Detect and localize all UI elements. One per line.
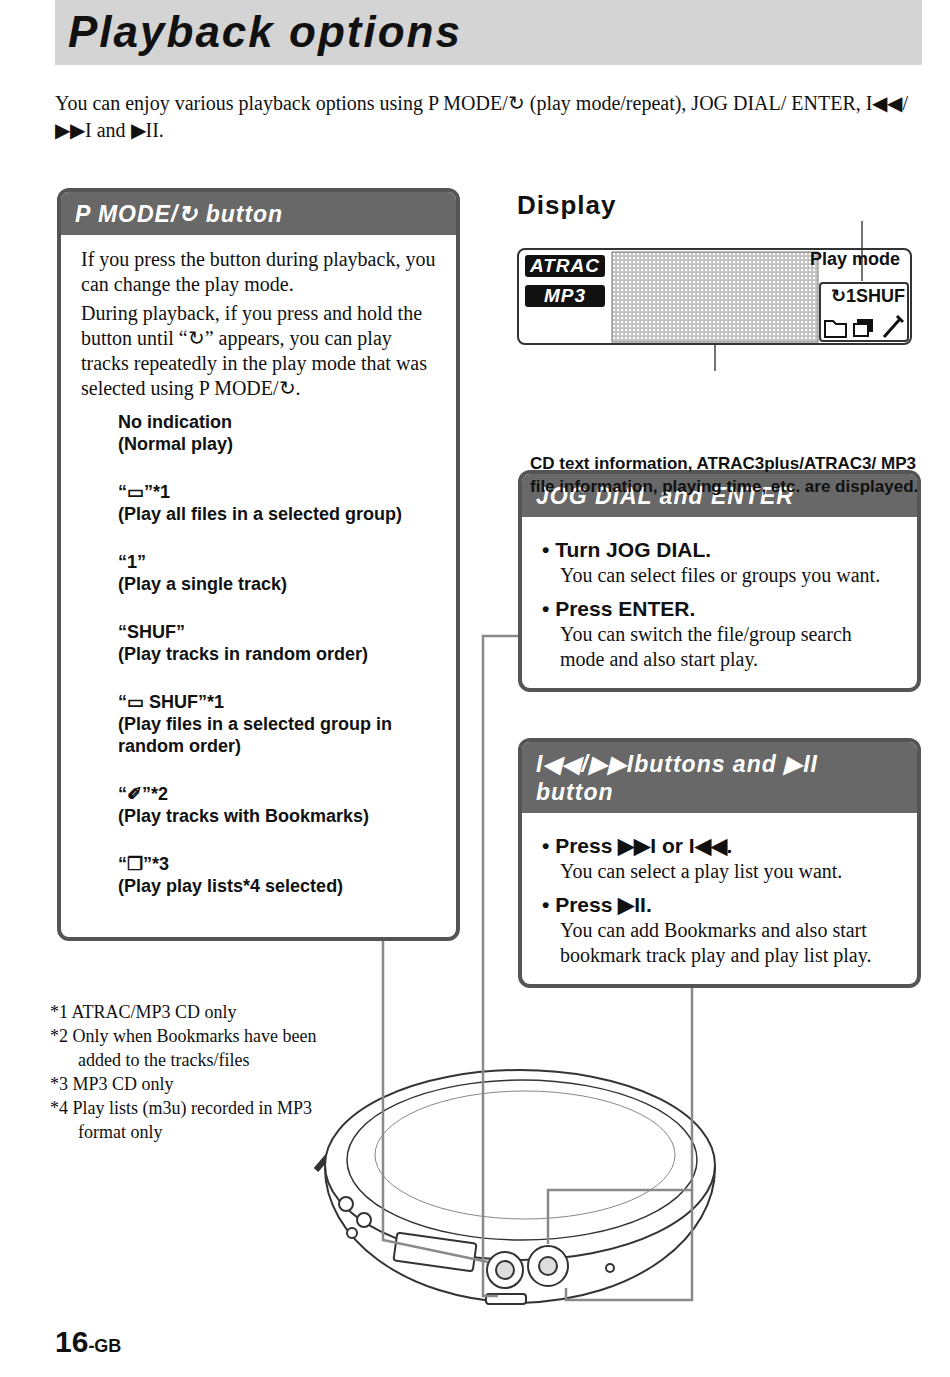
panel-heading: P MODE/↻ button [75,200,442,228]
mode-panel: P MODE/↻ button If you press the button d… [57,188,460,941]
bullet-heading: • Turn JOG DIAL. [542,537,899,563]
side-button [339,1197,353,1211]
page-suffix: -GB [88,1335,121,1357]
jog-dial [487,1252,523,1288]
mode-flow: No indication(Normal play) “▭”*1(Play all… [118,411,438,921]
body-text: You can select files or groups you want. [542,563,899,588]
footnotes: *1 ATRAC/MP3 CD only*2 Only when Bookmar… [50,1000,350,1144]
side-button [357,1213,371,1227]
display-parts [612,221,908,371]
mode-description: (Play play lists*4 selected) [118,875,438,897]
cd-player-illustration [316,1070,715,1304]
intro-text: You can enjoy various playback options u… [55,90,925,144]
buttons-panel: I◀◀/▶▶Ibuttons and ▶II button • Press ▶▶I… [518,738,921,988]
mode-description: (Play tracks with Bookmarks) [118,805,438,827]
enter-button [496,1261,514,1279]
bullet-heading: • Press ▶II. [542,892,899,918]
leader-line [566,1190,692,1300]
panel-header: I◀◀/▶▶Ibuttons and ▶II button [522,742,917,813]
body-text: If you press the button during playback,… [81,247,438,297]
transport-buttons [528,1246,568,1286]
mode-description: (Play tracks in random order) [118,643,438,665]
jog-panel: JOG DIAL and ENTER• Turn JOG DIAL.You ca… [518,470,921,692]
mode-step: “▭ SHUF”*1(Play files in a selected grou… [118,691,438,757]
panel-heading: I◀◀/▶▶Ibuttons and ▶II button [536,750,836,806]
footnote: *2 Only when Bookmarks have been added t… [50,1024,350,1072]
format-badge: MP3 [525,285,605,307]
hold-switch [606,1264,614,1272]
mode-step: “▭”*1(Play all files in a selected group… [118,481,438,525]
dot-matrix [612,252,818,342]
footnote: *3 MP3 CD only [50,1072,350,1096]
display-heading: Display [517,190,617,220]
body-text: You can select a play list you want. [542,859,899,884]
callout-label: Play mode [810,248,920,270]
mode-segment [820,283,908,341]
leader-line [714,345,716,371]
page-title: Playback options [68,4,462,60]
panel-body: • Press ▶▶I or I◀◀.You can select a play… [522,813,917,984]
mode-indicator: “▭”*1 [118,481,438,503]
lid-rim [347,1080,697,1240]
mode-indicator: “SHUF” [118,621,438,643]
play-mode-indicator: ↻1SHUF [831,286,905,306]
mode-description: (Normal play) [118,433,438,455]
playlist-icon [854,324,868,336]
panel-body: • Turn JOG DIAL.You can select files or … [522,517,917,688]
footnote: *1 ATRAC/MP3 CD only [50,1000,350,1024]
footnote: *4 Play lists (m3u) recorded in MP3 form… [50,1096,350,1144]
mode-icons [825,316,903,337]
mode-step: “1”(Play a single track) [118,551,438,595]
leader-line [483,636,518,1296]
format-badge: ATRAC [525,255,605,277]
panel-header: P MODE/↻ button [61,192,456,235]
bookmark-icon [884,316,903,337]
mode-step: “✐”*2(Play tracks with Bookmarks) [118,783,438,827]
folder-icon [825,321,846,337]
mode-description: (Play files in a selected group in rando… [118,713,438,757]
mode-step: “SHUF”(Play tracks in random order) [118,621,438,665]
panel-body: If you press the button during playback,… [61,235,456,937]
body-text: You can add Bookmarks and also start boo… [542,918,899,968]
lid-disc [375,1091,675,1219]
mode-step: No indication(Normal play) [118,411,438,455]
side-button [347,1228,357,1238]
callout-label: CD text information, ATRAC3plus/ATRAC3/ … [530,452,922,498]
leader-line [383,900,488,1262]
play-button [539,1257,557,1275]
mode-indicator: “❐”*3 [118,853,438,875]
page-number: 16 [55,1325,88,1359]
mode-indicator: “✐”*2 [118,783,438,805]
bullet-heading: • Press ENTER. [542,596,899,622]
mode-description: (Play all files in a selected group) [118,503,438,525]
body-text: You can switch the file/group search mod… [542,622,899,672]
mode-indicator: “▭ SHUF”*1 [118,691,438,713]
mode-description: (Play a single track) [118,573,438,595]
mode-indicator: “1” [118,551,438,573]
title-band [55,0,922,65]
mode-indicator: No indication [118,411,438,433]
page-number-row: 16-GB [55,1325,121,1359]
bullet-heading: • Press ▶▶I or I◀◀. [542,833,899,859]
body-text: During playback, if you press and hold t… [81,301,438,401]
mode-step: “❐”*3(Play play lists*4 selected) [118,853,438,897]
